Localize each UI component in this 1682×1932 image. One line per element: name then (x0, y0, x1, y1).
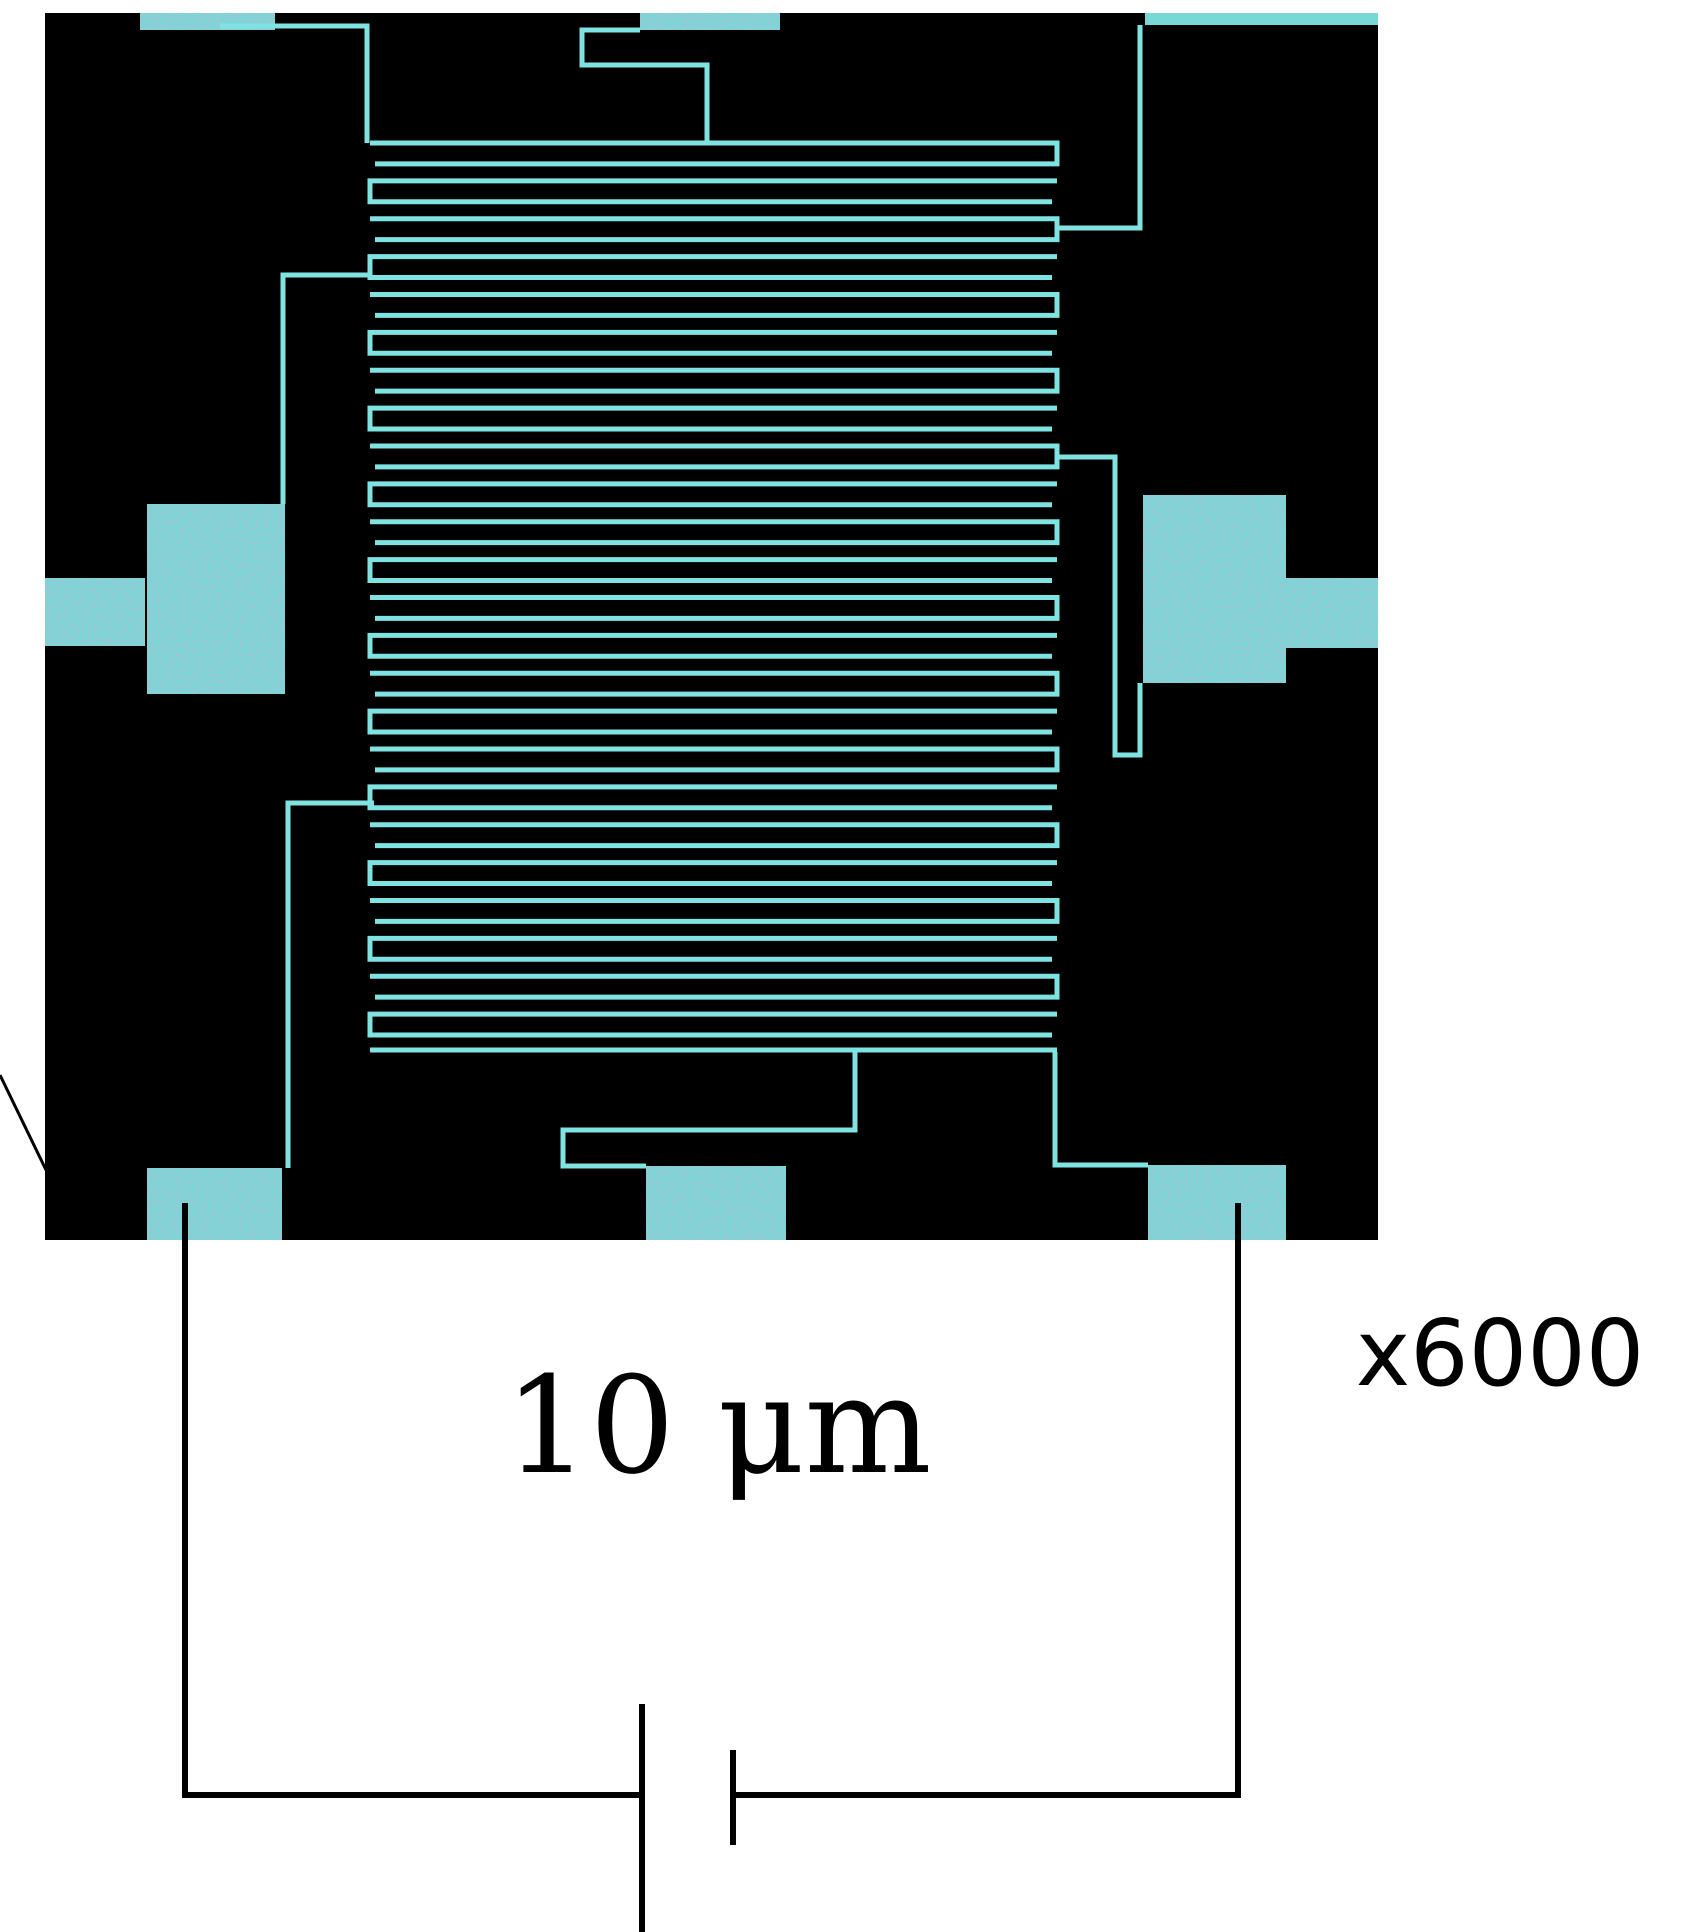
interdigitated-electrodes (220, 23, 1148, 1169)
pad-texture (147, 1168, 282, 1240)
electrode-lead (579, 27, 710, 143)
electrode-finger (367, 405, 1057, 432)
pad-texture (1148, 1165, 1286, 1240)
electrode-lead (560, 1052, 858, 1169)
electrode-finger (370, 898, 1060, 924)
electrode-finger (367, 329, 1057, 356)
pad-texture (45, 578, 145, 646)
pad-texture (646, 1166, 786, 1240)
electrode-finger (370, 595, 1060, 621)
pad-texture (640, 13, 780, 30)
electrode-lead (285, 800, 374, 1168)
external-circuit (182, 1203, 1241, 1932)
electrode-finger (367, 708, 1057, 735)
pad-texture (1286, 578, 1378, 648)
electrode-finger (370, 822, 1060, 849)
electrode-finger (367, 784, 1057, 811)
electrode-finger (370, 367, 1060, 394)
electrode-finger (367, 178, 1057, 205)
electrode-lead (280, 272, 372, 504)
electrode-finger (367, 1011, 1057, 1038)
electrode-finger (370, 292, 1060, 318)
electrode-finger (370, 519, 1060, 546)
scale-bar-label: 10 μm (504, 1348, 931, 1504)
electrode-finger (367, 632, 1057, 659)
electrode-finger (370, 140, 1060, 167)
magnification-label: x6000 (1356, 1300, 1645, 1407)
electrode-lead (1052, 1052, 1148, 1168)
electrode-finger (370, 746, 1060, 773)
electrode-finger (370, 973, 1060, 1000)
battery-icon (639, 1704, 736, 1932)
electrode-finger (370, 670, 1060, 697)
leader-line (0, 1074, 48, 1171)
electrode-finger (367, 481, 1057, 508)
electrode-lead (1057, 454, 1143, 758)
pad-texture (1143, 495, 1286, 683)
electrode-finger (367, 557, 1057, 583)
contact-pads (45, 13, 1378, 1240)
circuit-wire-right (733, 1203, 1241, 1798)
electrode-finger (367, 254, 1057, 280)
electrode-finger (367, 860, 1057, 886)
circuit-wire-left (182, 1203, 642, 1798)
electrode-lead (220, 23, 370, 143)
contact-pad (1145, 13, 1378, 25)
electrode-lead (1057, 25, 1143, 231)
electrode-finger (367, 935, 1057, 962)
pad-texture (147, 504, 285, 694)
